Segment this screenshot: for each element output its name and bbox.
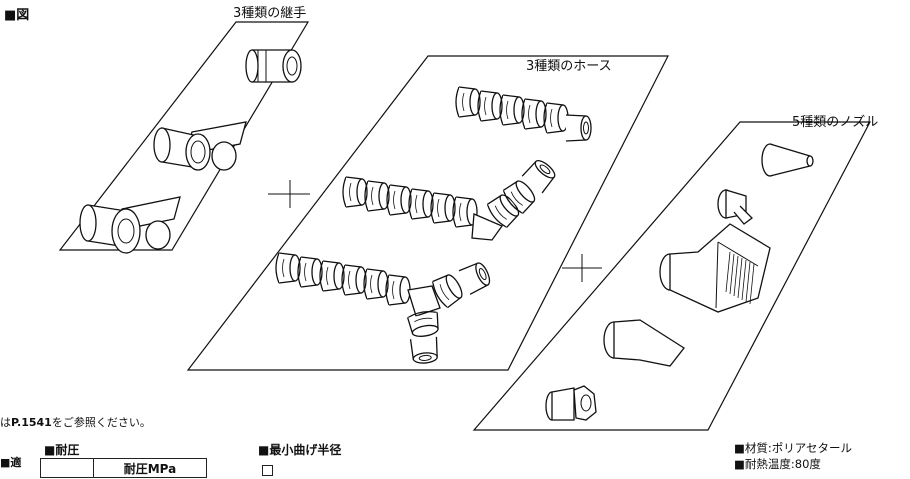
figure-tag: 図 (4, 4, 29, 23)
pressure-heading: 耐圧 (44, 441, 79, 458)
pressure-col-header: 耐圧MPa (93, 458, 207, 478)
reference-page: P.1541 (11, 416, 52, 429)
y-hose (275, 252, 494, 365)
table-cell (40, 458, 94, 478)
straight-hose (455, 86, 592, 142)
table-row: 耐圧MPa (40, 458, 207, 478)
flat-nozzle (603, 319, 685, 367)
hoses-panel (186, 55, 669, 371)
bend-radius-icon (262, 460, 273, 479)
flange-fitting (79, 196, 181, 254)
hex-nozzle (545, 385, 597, 421)
material-spec: 材質:ポリアセタール (734, 440, 852, 456)
fittings-label: 3種類の継手 (233, 6, 307, 21)
heat-spec: 耐熱温度:80度 (734, 456, 821, 472)
brush-nozzle (659, 223, 771, 313)
round-nozzle (761, 143, 814, 177)
coupling-fitting (245, 49, 302, 83)
flange-fitting (153, 121, 247, 171)
reference-note-prefix: は (0, 416, 11, 429)
angled-nozzle (717, 189, 753, 225)
pressure-table: 耐圧MPa (40, 458, 207, 478)
nozzles-panel (472, 121, 871, 431)
bend-radius-heading: 最小曲げ半径 (258, 441, 341, 458)
elbow-hose (342, 156, 559, 241)
partial-table-header: 適 (0, 454, 21, 470)
nozzles-label: 5種類のノズル (792, 115, 879, 130)
reference-note: はP.1541をご参照ください。 (0, 414, 151, 430)
reference-note-text: をご参照ください。 (51, 416, 151, 429)
hoses-label: 3種類のホース (526, 59, 612, 74)
